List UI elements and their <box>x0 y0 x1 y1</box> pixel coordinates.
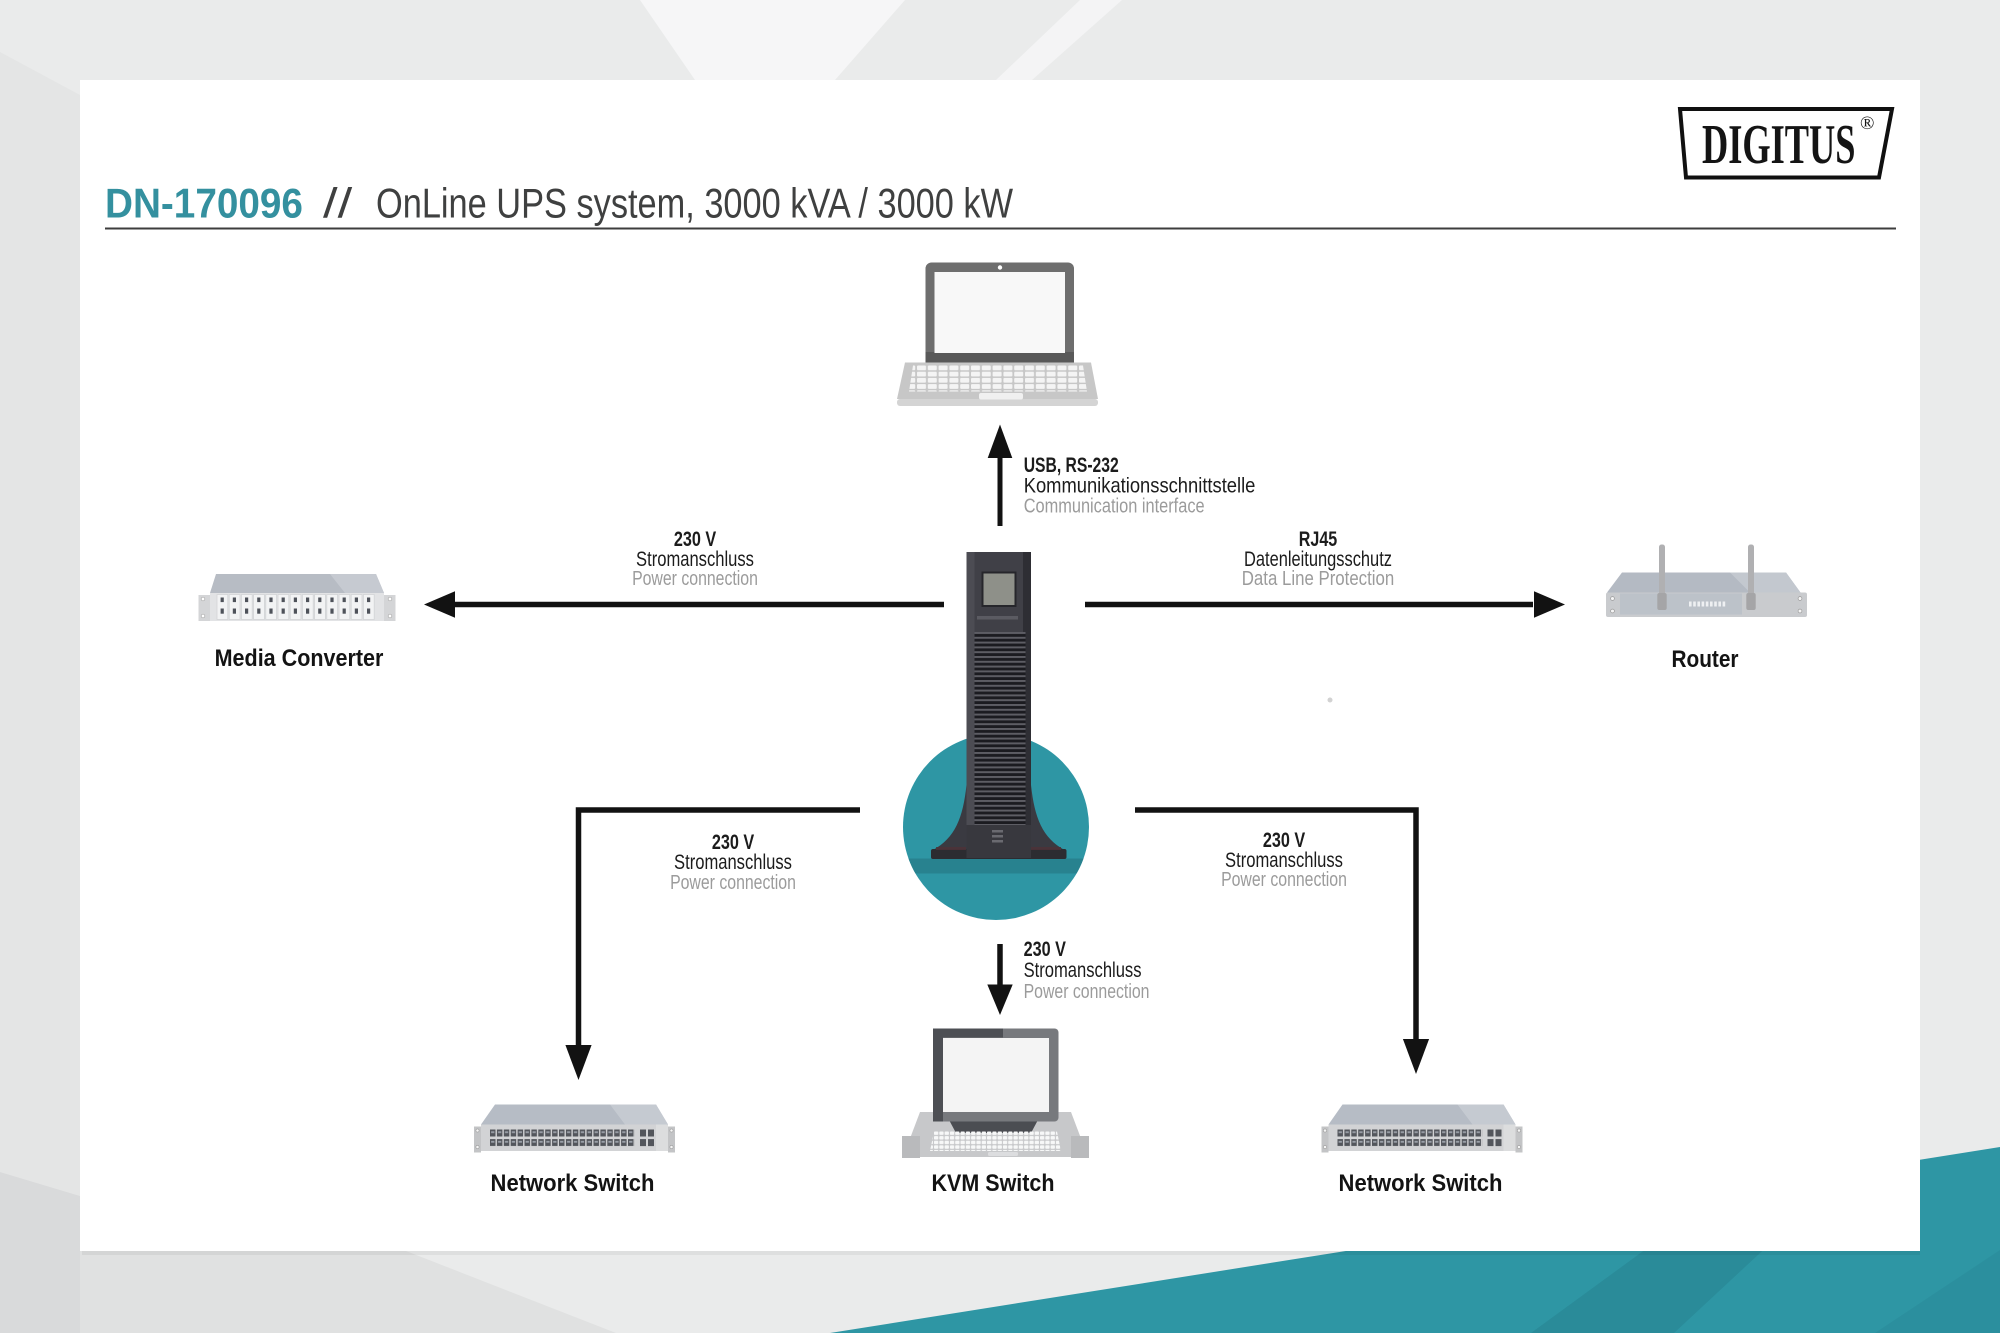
svg-text:230 V: 230 V <box>1263 829 1306 853</box>
svg-text:230 V: 230 V <box>1024 938 1067 962</box>
svg-text:DIGITUS: DIGITUS <box>1702 114 1855 176</box>
svg-text:Power connection: Power connection <box>670 871 796 893</box>
svg-text:Stromanschluss: Stromanschluss <box>1225 849 1343 872</box>
svg-text:Power connection: Power connection <box>1024 980 1150 1002</box>
svg-text:Communication interface: Communication interface <box>1024 494 1205 517</box>
svg-text:Power connection: Power connection <box>632 567 758 589</box>
svg-text:Stromanschluss: Stromanschluss <box>1024 959 1142 982</box>
svg-text:USB, RS-232: USB, RS-232 <box>1024 453 1119 477</box>
svg-text:®: ® <box>1860 113 1874 134</box>
svg-text:Data Line Protection: Data Line Protection <box>1242 567 1394 590</box>
svg-text:Datenleitungsschutz: Datenleitungsschutz <box>1244 547 1392 570</box>
svg-text:Kommunikationsschnittstelle: Kommunikationsschnittstelle <box>1024 474 1256 497</box>
svg-text://: // <box>323 180 353 227</box>
svg-text:OnLine UPS system, 3000 kVA /: OnLine UPS system, 3000 kVA / 3000 kW <box>376 180 1014 227</box>
svg-text:Stromanschluss: Stromanschluss <box>674 851 792 874</box>
svg-text:DN-170096: DN-170096 <box>105 179 303 227</box>
svg-text:230 V: 230 V <box>674 528 717 552</box>
svg-text:Power connection: Power connection <box>1221 868 1347 890</box>
svg-text:Router: Router <box>1671 646 1738 673</box>
svg-text:230 V: 230 V <box>712 831 755 855</box>
svg-text:Stromanschluss: Stromanschluss <box>636 548 754 571</box>
svg-text:KVM Switch: KVM Switch <box>932 1169 1055 1196</box>
svg-text:RJ45: RJ45 <box>1299 528 1338 552</box>
svg-text:Media Converter: Media Converter <box>215 644 384 671</box>
svg-text:Network Switch: Network Switch <box>1339 1169 1503 1196</box>
svg-text:Network Switch: Network Switch <box>491 1169 655 1196</box>
